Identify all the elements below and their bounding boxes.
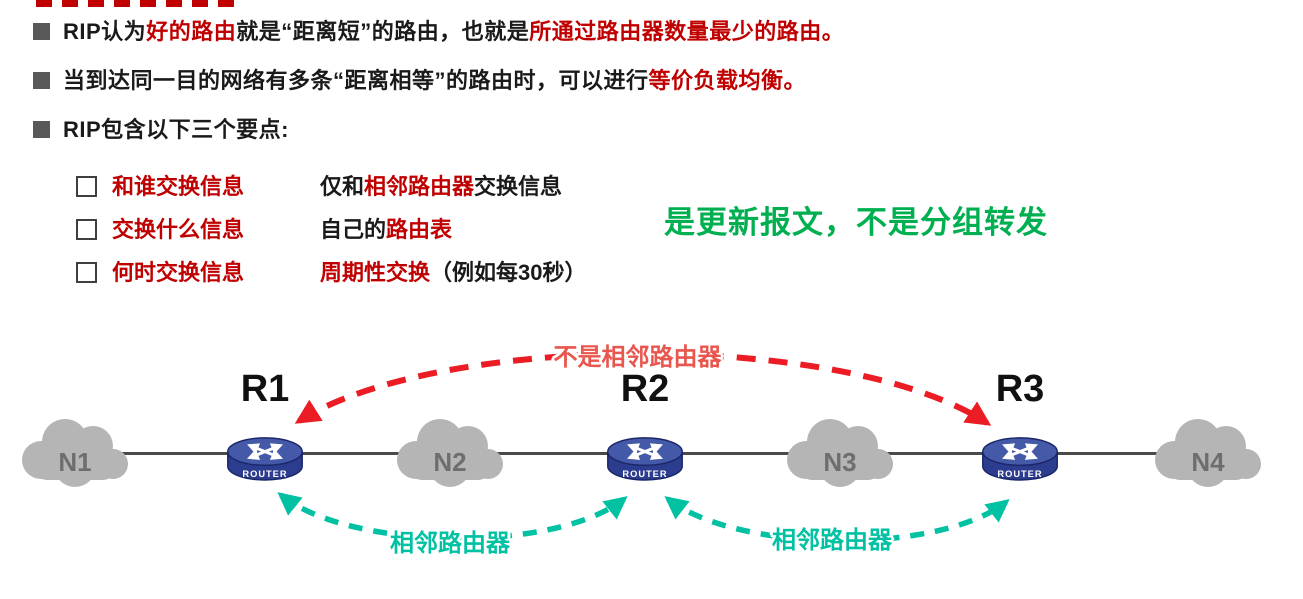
neighbor-label-right: 相邻路由器 [772, 527, 892, 554]
cloud-label: N2 [433, 447, 466, 477]
text-segment: 仅和 [320, 174, 365, 199]
text-segment: 路由表 [386, 217, 453, 242]
router-r3: ROUTER [973, 420, 1067, 493]
bullet-square-icon [33, 72, 50, 89]
router-name-r1: R1 [240, 368, 290, 410]
bullet-load-balancing: 当到达同一目的网络有多条“距离相等”的路由时，可以进行等价负载均衡。 [33, 66, 844, 96]
point-exchange-what: 交换什么信息 自己的路由表 [76, 216, 587, 243]
bullet-text: 当到达同一目的网络有多条“距离相等”的路由时，可以进行等价负载均衡。 [63, 66, 806, 96]
text-segment: 自己的 [320, 217, 387, 242]
router-caption: ROUTER [242, 469, 287, 479]
router-name-r3: R3 [995, 368, 1045, 410]
text-segment: RIP认为 [63, 19, 147, 44]
bullet-rip-metric: RIP认为好的路由就是“距离短”的路由，也就是所通过路由器数量最少的路由。 [33, 17, 844, 47]
router-r2: ROUTER [598, 420, 692, 493]
router-r1: ROUTER [218, 420, 312, 493]
network-cloud-n3: N3 [787, 419, 893, 487]
text-segment: 当到达同一目的网络有多条“距离相等”的路由时，可以进行 [63, 68, 649, 93]
text-segment: 就是“距离短”的路由，也就是 [236, 19, 530, 44]
network-cloud-n2: N2 [397, 419, 503, 487]
text-segment: （例如每30秒） [430, 260, 587, 285]
points-list: 和谁交换信息 仅和相邻路由器交换信息 交换什么信息 自己的路由表 何时交换信息 … [76, 173, 587, 302]
text-segment: 所通过路由器数量最少的路由。 [529, 19, 845, 44]
neighbor-label-left: 相邻路由器 [390, 530, 510, 557]
text-segment: 好的路由 [146, 19, 237, 44]
network-cloud-n1: N1 [22, 419, 128, 487]
point-exchange-with-whom: 和谁交换信息 仅和相邻路由器交换信息 [76, 173, 587, 200]
point-exchange-when: 何时交换信息 周期性交换（例如每30秒） [76, 259, 587, 286]
point-desc: 自己的路由表 [320, 216, 452, 243]
network-cloud-n4: N4 [1155, 419, 1261, 487]
bullet-square-icon [33, 23, 50, 40]
point-desc: 周期性交换（例如每30秒） [320, 259, 587, 286]
bullet-text: RIP认为好的路由就是“距离短”的路由，也就是所通过路由器数量最少的路由。 [63, 17, 844, 47]
non-neighbor-label: 不是相邻路由器 [553, 344, 722, 371]
bullet-list: RIP认为好的路由就是“距离短”的路由，也就是所通过路由器数量最少的路由。 当到… [33, 17, 844, 164]
bullet-text: RIP包含以下三个要点: [63, 115, 289, 145]
cloud-label: N4 [1191, 447, 1225, 477]
bullet-three-points: RIP包含以下三个要点: [33, 115, 844, 145]
bullet-square-icon [33, 121, 50, 138]
cropped-text-fragment [36, 0, 240, 7]
cloud-label: N3 [823, 447, 856, 477]
point-label: 和谁交换信息 [112, 174, 245, 199]
text-segment: 交换信息 [474, 174, 563, 199]
text-segment: 等价负载均衡。 [648, 68, 807, 93]
checkbox-icon [76, 219, 97, 240]
checkbox-icon [76, 262, 97, 283]
neighbor-arrow-right [664, 496, 1010, 544]
checkbox-icon [76, 176, 97, 197]
point-label: 交换什么信息 [112, 217, 245, 242]
text-segment: RIP包含以下三个要点: [63, 117, 290, 142]
text-segment: 周期性交换 [320, 260, 431, 285]
point-label: 何时交换信息 [112, 260, 245, 285]
point-desc: 仅和相邻路由器交换信息 [320, 173, 562, 200]
text-segment: 相邻路由器 [364, 174, 475, 199]
annotation-green-note: 是更新报文，不是分组转发 [664, 205, 1048, 240]
neighbor-arrow-left [277, 492, 628, 541]
cloud-label: N1 [58, 447, 91, 477]
router-caption: ROUTER [997, 469, 1042, 479]
router-name-r2: R2 [620, 368, 670, 410]
router-caption: ROUTER [622, 469, 667, 479]
non-neighbor-arrow [294, 350, 992, 426]
